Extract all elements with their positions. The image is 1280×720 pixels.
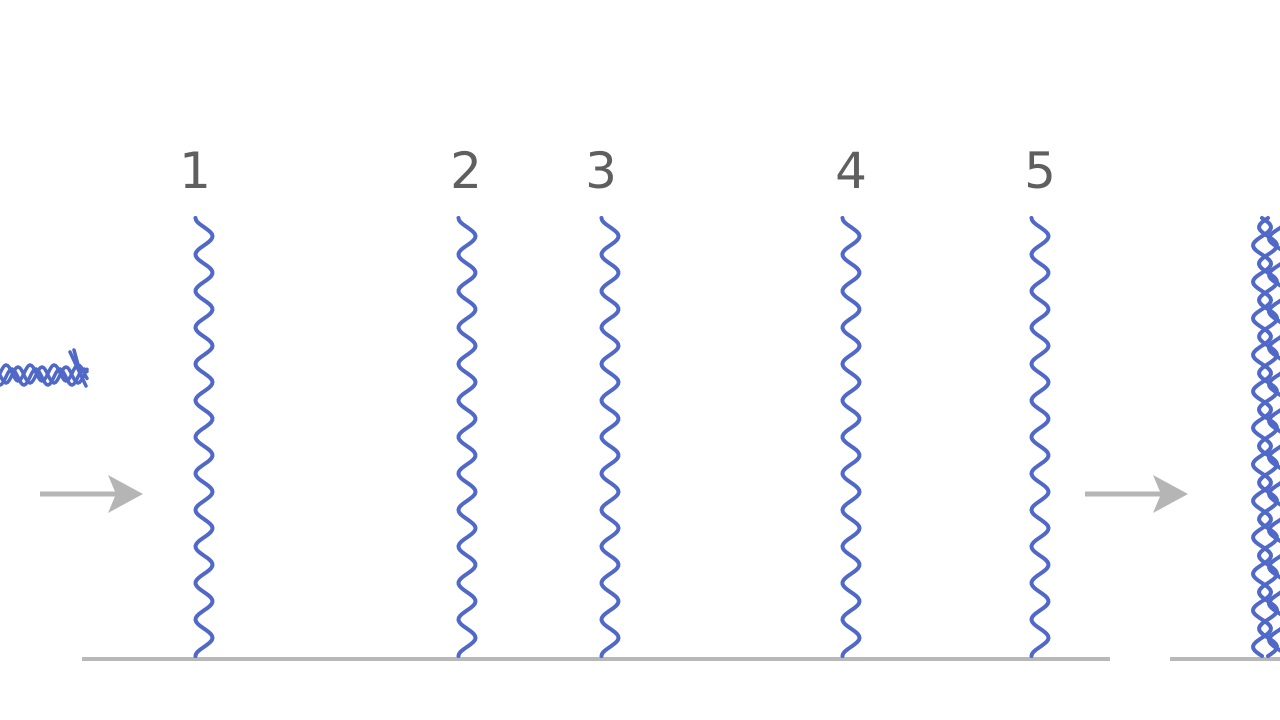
arrow-left — [40, 475, 143, 513]
strand-label-4: 4 — [835, 142, 867, 200]
strand-label-3: 3 — [585, 142, 617, 200]
strand-3 — [599, 216, 621, 658]
strands-group — [193, 216, 1051, 658]
strand-1 — [193, 216, 215, 658]
tangled-strands-left — [0, 348, 89, 388]
bundled-strands-right — [1250, 216, 1280, 658]
strand-label-1: 1 — [179, 142, 211, 200]
strand-5 — [1029, 216, 1051, 658]
strand-4 — [840, 216, 862, 658]
strand-labels: 1 2 3 4 5 — [179, 142, 1056, 200]
strand-label-2: 2 — [450, 142, 482, 200]
strand-2 — [456, 216, 478, 658]
strand-label-5: 5 — [1024, 142, 1056, 200]
arrow-right — [1085, 475, 1188, 513]
